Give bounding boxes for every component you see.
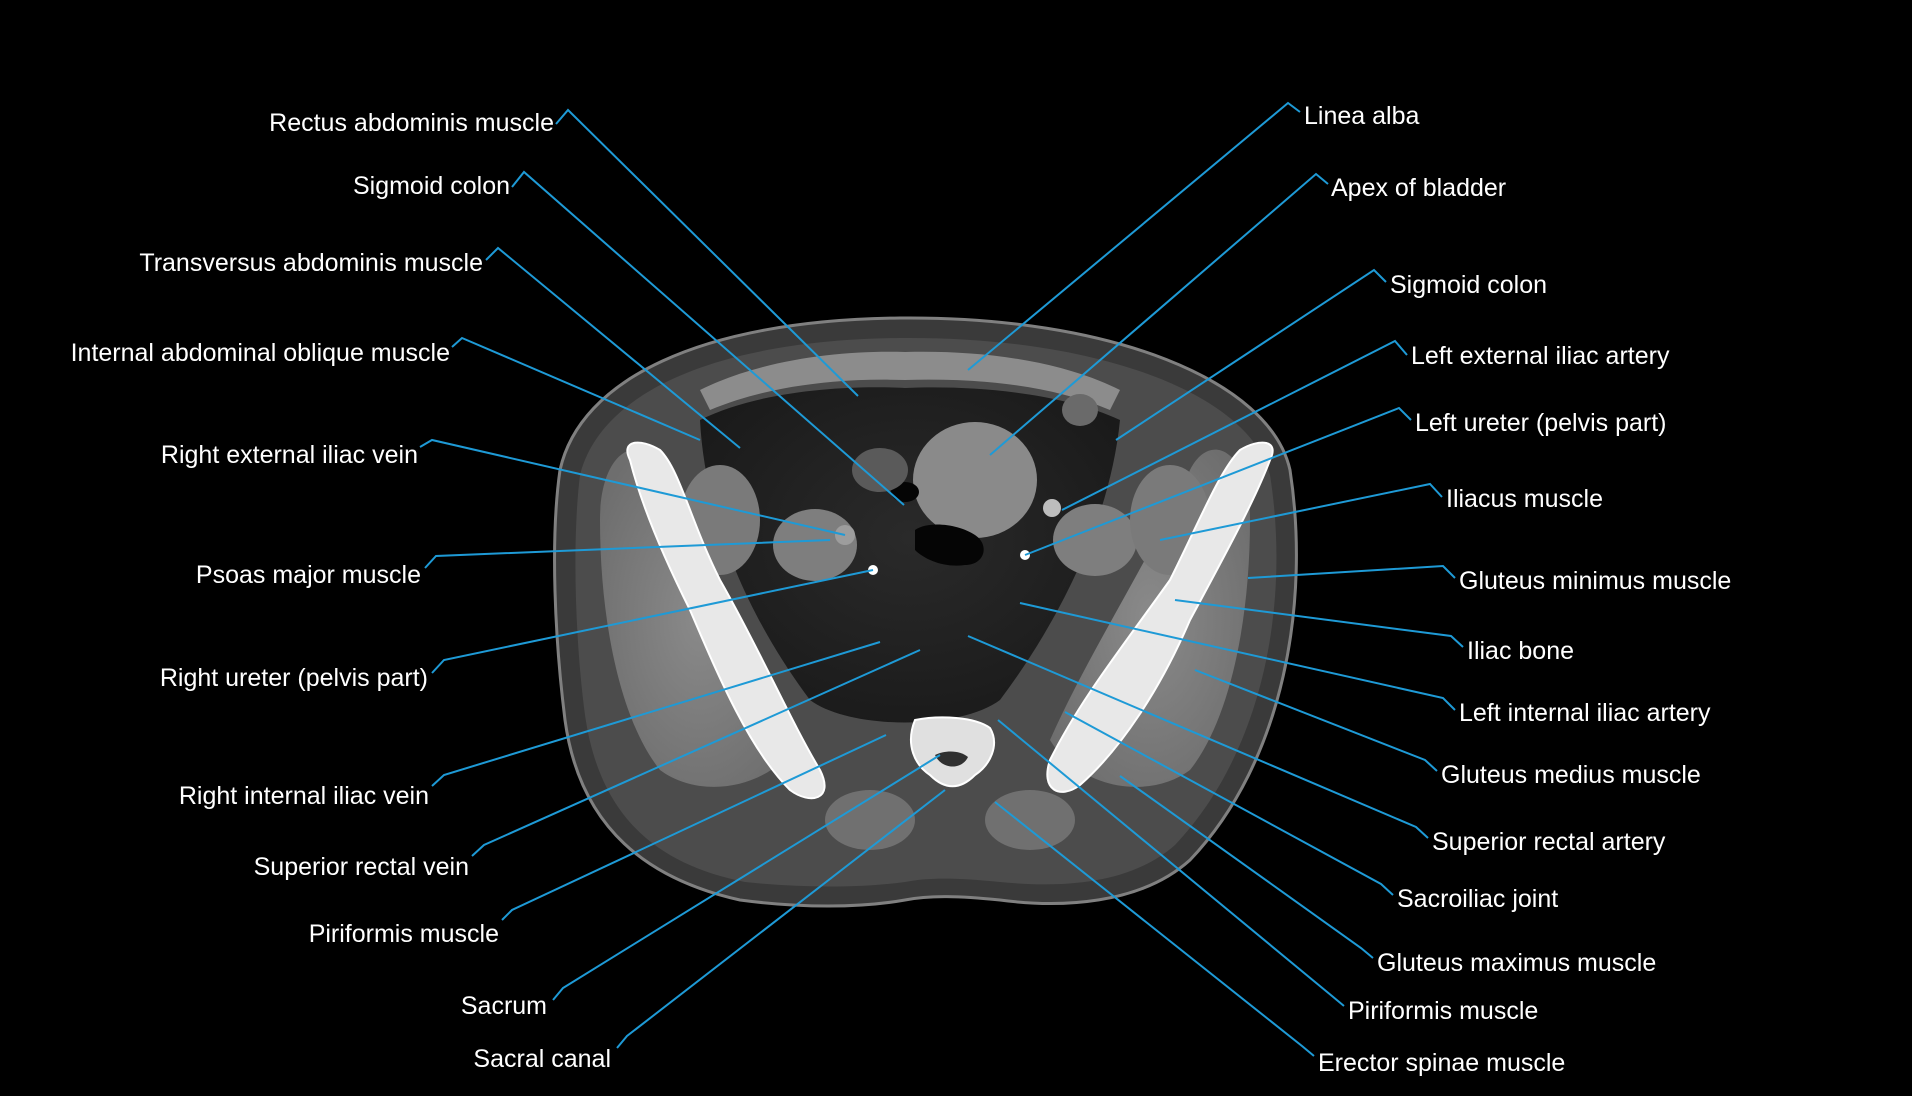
leader-left-internal-iliac-artery [1019, 602, 1456, 711]
leader-sigmoid-colon-left [1115, 268, 1387, 441]
label-left-external-iliac-artery: Left external iliac artery [1411, 342, 1670, 370]
leader-right-ureter [431, 569, 874, 674]
label-gluteus-maximus: Gluteus maximus muscle [1377, 949, 1657, 977]
leader-linea-alba [967, 101, 1301, 371]
label-iliacus: Iliacus muscle [1446, 485, 1603, 513]
leader-gluteus-medius [1194, 669, 1438, 772]
label-sigmoid-colon-left: Sigmoid colon [1390, 271, 1548, 299]
label-sigmoid-colon-right: Sigmoid colon [352, 172, 510, 200]
leader-right-external-iliac-vein [419, 438, 846, 536]
sacral-canal-space [935, 751, 968, 767]
leader-superior-rectal-artery [967, 635, 1429, 839]
erector-spinae-right [825, 790, 915, 850]
label-iliac-bone: Iliac bone [1467, 637, 1575, 665]
leader-sacroiliac-joint [1064, 711, 1394, 896]
label-left-ureter: Left ureter (pelvis part) [1415, 409, 1667, 437]
leader-right-internal-iliac-vein [431, 641, 881, 787]
label-psoas-major: Psoas major muscle [195, 561, 421, 589]
leader-transversus-abdominis [485, 246, 741, 449]
label-piriformis-right: Piriformis muscle [308, 920, 499, 948]
bowel-loop-right [852, 448, 908, 492]
leader-lines [419, 101, 1464, 1057]
leader-apex-of-bladder [989, 172, 1329, 456]
leader-psoas-major [424, 539, 831, 569]
leader-gluteus-maximus [1119, 775, 1374, 959]
left-psoas [1053, 504, 1137, 576]
label-sacrum: Sacrum [460, 992, 547, 1020]
leader-erector-spinae [994, 801, 1315, 1057]
right-iliac-bone [626, 441, 826, 800]
sigmoid-colon-air [915, 524, 984, 566]
leader-sacrum [552, 754, 941, 1001]
label-superior-rectal-vein: Superior rectal vein [253, 853, 469, 881]
bowel-loop-left [1062, 394, 1098, 426]
bowel-air-small [891, 482, 919, 502]
leader-iliac-bone [1174, 599, 1464, 648]
leader-sigmoid-colon-right [511, 170, 905, 506]
label-apex-of-bladder: Apex of bladder [1331, 174, 1507, 202]
label-right-external-iliac-vein: Right external iliac vein [160, 441, 418, 469]
label-gluteus-minimus: Gluteus minimus muscle [1459, 567, 1732, 595]
left-iliac-bone [1046, 441, 1274, 793]
label-rectus-abdominis: Rectus abdominis muscle [269, 109, 554, 137]
label-superior-rectal-artery: Superior rectal artery [1432, 828, 1666, 856]
label-gluteus-medius: Gluteus medius muscle [1441, 761, 1701, 789]
label-sacral-canal: Sacral canal [473, 1045, 611, 1073]
leader-piriformis-right [501, 734, 887, 921]
label-piriformis-left: Piriformis muscle [1348, 997, 1539, 1025]
label-sacroiliac-joint: Sacroiliac joint [1397, 885, 1559, 913]
label-transversus-abdominis: Transversus abdominis muscle [139, 249, 483, 277]
label-right-internal-iliac-vein: Right internal iliac vein [178, 782, 429, 810]
label-left-internal-iliac-artery: Left internal iliac artery [1459, 699, 1711, 727]
leader-piriformis-left [997, 719, 1345, 1007]
leader-left-ureter [1024, 406, 1412, 556]
label-internal-oblique: Internal abdominal oblique muscle [70, 339, 450, 367]
leader-superior-rectal-vein [471, 649, 921, 857]
leader-gluteus-minimus [1247, 564, 1456, 579]
leader-left-external-iliac-artery [1061, 339, 1408, 511]
leader-sacral-canal [616, 789, 946, 1049]
right-psoas [773, 509, 857, 581]
erector-spinae-left [985, 790, 1075, 850]
label-erector-spinae: Erector spinae muscle [1318, 1049, 1566, 1077]
label-right-ureter: Right ureter (pelvis part) [159, 664, 428, 692]
leader-iliacus [1159, 482, 1443, 541]
bladder [913, 422, 1037, 538]
leader-rectus-abdominis [555, 108, 859, 397]
left-external-iliac-artery-dot [1043, 499, 1061, 517]
label-linea-alba: Linea alba [1304, 102, 1420, 130]
anterior-abdominal-wall [700, 351, 1120, 410]
leader-internal-oblique [451, 336, 701, 441]
